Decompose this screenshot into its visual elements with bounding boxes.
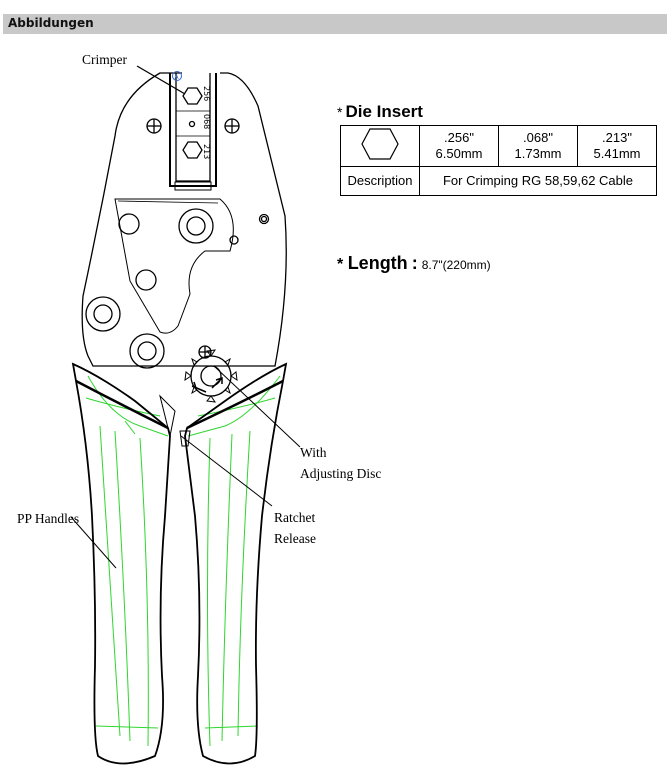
hole-left — [118, 213, 140, 235]
length-star: * — [337, 256, 344, 273]
hole-mid — [135, 269, 157, 291]
label-ratchet: Ratchet — [274, 510, 316, 525]
jaw-die-slot — [169, 73, 217, 187]
label-pp-handles: PP Handles — [17, 511, 80, 526]
inner-link-plate — [114, 198, 234, 334]
section-title: Abbildungen — [8, 16, 94, 30]
length-colon: : — [411, 253, 418, 273]
hex-symbol-cell — [340, 125, 420, 167]
crimper-tool-drawing: A 256 068 213 — [70, 65, 301, 765]
section-header: Abbildungen — [3, 14, 667, 34]
pivot-top — [178, 208, 214, 244]
leader-ratchet — [180, 435, 273, 507]
die-insert-table: .256"6.50mm .068"1.73mm .213"5.41mm Desc… — [340, 125, 657, 196]
pivot-left — [85, 296, 121, 332]
hole-small — [229, 235, 239, 245]
length-value: 8.7"(220mm) — [421, 258, 491, 272]
die-insert-star: * — [337, 104, 343, 120]
description-label: Description — [340, 166, 420, 196]
leader-pp-handles — [70, 516, 117, 569]
die-stamp-068: 068 — [202, 114, 211, 129]
hexagon-icon — [361, 128, 399, 160]
label-release: Release — [274, 531, 316, 546]
size-cell: .068"1.73mm — [498, 125, 578, 167]
length-label: Length — [347, 253, 408, 273]
label-crimper: Crimper — [82, 52, 127, 67]
handle-contour-lines — [85, 375, 281, 747]
leader-adjusting-disc — [213, 365, 301, 448]
tool-body-outline — [81, 72, 287, 367]
length-spec: * Length:8.7"(220mm) — [337, 253, 491, 274]
left-handle — [71, 362, 171, 765]
leader-crimper — [136, 65, 186, 95]
label-adjusting-disc: Adjusting Disc — [300, 466, 382, 481]
description-value: For Crimping RG 58,59,62 Cable — [419, 166, 657, 196]
die-marker-circle — [172, 71, 182, 81]
size-cell: .256"6.50mm — [419, 125, 499, 167]
right-handle — [184, 362, 288, 765]
size-cell: .213"5.41mm — [577, 125, 657, 167]
die-stamp-256: 256 — [202, 86, 211, 101]
hole-small-right — [258, 213, 270, 225]
pivot-lower — [129, 333, 165, 369]
label-with: With — [300, 445, 327, 460]
die-insert-title: Die Insert — [345, 102, 423, 121]
ratchet-lever — [179, 430, 191, 447]
die-insert-heading: *Die Insert — [337, 102, 423, 122]
die-stamp-marker: A — [175, 74, 180, 81]
die-stamp-213: 213 — [202, 144, 211, 159]
